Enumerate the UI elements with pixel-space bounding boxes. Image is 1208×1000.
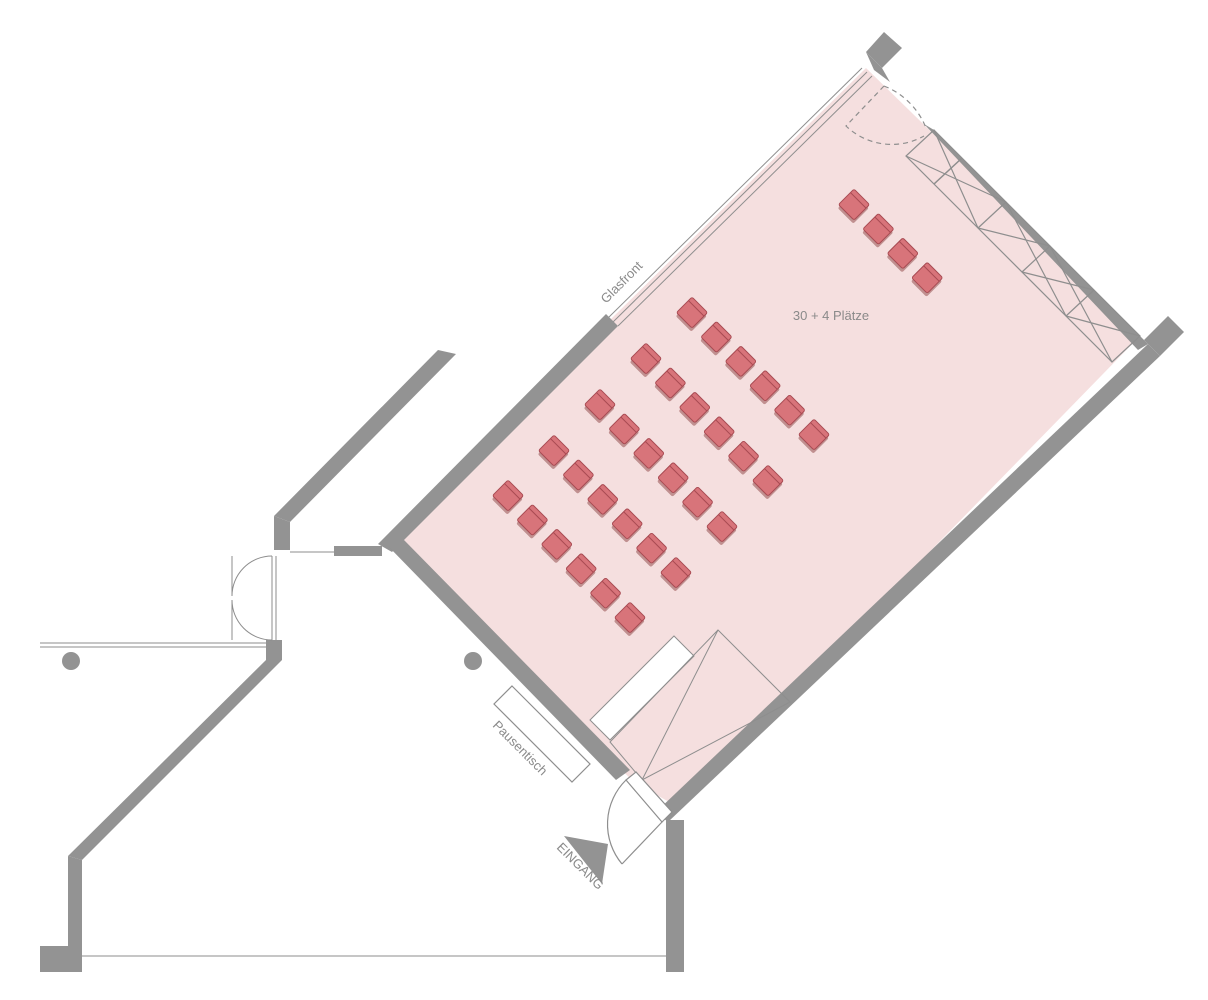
chair [703,416,735,451]
chair [700,321,732,356]
chair [587,484,619,518]
chair [774,394,805,429]
chair [798,419,830,453]
chair [660,557,692,591]
chairs [492,189,943,636]
chair [749,370,781,405]
chair [657,462,689,497]
chair [608,413,640,448]
chair [562,459,594,494]
chair [862,213,894,248]
chair [676,297,708,331]
chair [728,440,759,475]
chair [633,438,665,472]
chair [565,553,597,588]
chair [584,389,616,423]
entrance-door[interactable] [606,771,673,865]
column [62,652,80,670]
chair [630,343,662,377]
chair [911,262,943,297]
chair [611,508,643,543]
chair [682,486,713,521]
chair [838,189,870,223]
chair [516,504,548,539]
break-table [493,685,591,783]
chair [636,532,667,567]
chair [614,602,646,636]
chair [679,392,711,426]
entrance-arrow-icon [564,836,608,884]
chair [725,346,757,380]
chair [538,435,570,469]
chair [706,511,738,545]
chair [654,367,686,402]
glass-front [607,67,873,327]
chair [887,238,919,272]
lobby-outlines [40,551,666,957]
seminar-room-floor [388,68,1140,808]
chair [752,465,784,499]
walls [40,32,1184,972]
chair [590,577,621,612]
storage-cabinet [905,129,1141,363]
column [464,652,482,670]
room-door-top [845,85,927,146]
capacity-label: 30 + 4 Plätze [793,308,869,323]
chair [541,529,573,563]
chair [492,480,524,514]
